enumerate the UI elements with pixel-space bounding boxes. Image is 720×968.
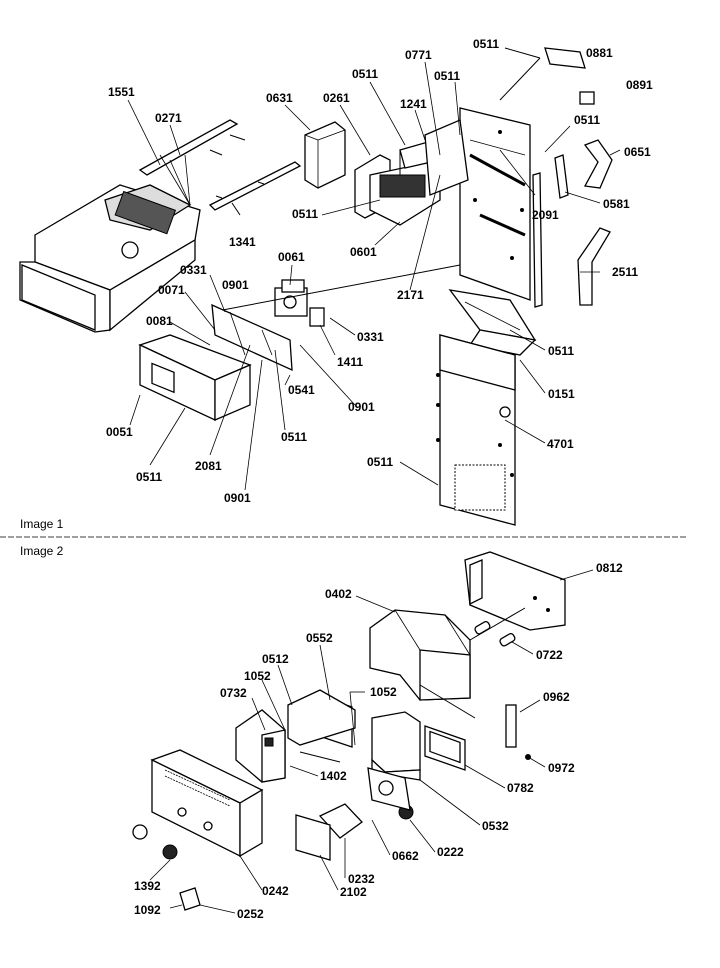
label-1241: 1241 [400, 97, 427, 111]
label-1092: 1092 [134, 903, 161, 917]
label-0552: 0552 [306, 631, 333, 645]
label-0532: 0532 [482, 819, 509, 833]
lever-0232 [318, 803, 363, 839]
label-0271: 0271 [155, 111, 182, 125]
block-0891 [579, 91, 595, 105]
label-0782: 0782 [507, 781, 534, 795]
section-label-image1: Image 1 [20, 517, 64, 531]
label-0541: 0541 [288, 383, 315, 397]
label-0252: 0252 [237, 907, 264, 921]
label-0511: 0511 [352, 67, 378, 81]
frame-0782 [424, 725, 466, 771]
label-2091: 2091 [532, 208, 559, 222]
rail-1341 [208, 161, 302, 211]
label-0511: 0511 [281, 430, 307, 444]
housing-0051 [138, 334, 252, 422]
label-0511: 0511 [367, 455, 393, 469]
label-0331: 0331 [180, 263, 207, 277]
shelf-0151 [448, 289, 537, 356]
plate-2102 [295, 814, 331, 861]
label-0901: 0901 [348, 400, 375, 414]
ice-bucket [19, 184, 201, 333]
label-1052: 1052 [244, 669, 271, 683]
motor-0061 [274, 279, 308, 317]
label-0812: 0812 [596, 561, 623, 575]
label-0581: 0581 [603, 197, 630, 211]
label-0881: 0881 [586, 46, 613, 60]
bracket-2511 [577, 227, 611, 306]
plate-0901 [211, 303, 293, 372]
rail-0651 [583, 139, 613, 189]
bar-0581 [554, 154, 569, 199]
label-1392: 1392 [134, 879, 161, 893]
label-0511: 0511 [473, 37, 499, 51]
label-0512: 0512 [262, 652, 289, 666]
label-0071: 0071 [158, 283, 185, 297]
label-0631: 0631 [266, 91, 293, 105]
leader-lines-1 [127, 61, 621, 491]
back-panel [424, 107, 531, 301]
label-0511: 0511 [434, 69, 460, 83]
label-0051: 0051 [106, 425, 133, 439]
label-0901: 0901 [222, 278, 249, 292]
label-2171: 2171 [397, 288, 424, 302]
label-0061: 0061 [278, 250, 305, 264]
label-1341: 1341 [229, 235, 256, 249]
label-0511: 0511 [574, 113, 600, 127]
section-label-image2: Image 2 [20, 544, 64, 558]
label-2511: 2511 [612, 265, 638, 279]
label-2102: 2102 [340, 885, 367, 899]
bracket-0512 [287, 689, 356, 746]
label-0081: 0081 [146, 314, 173, 328]
label-0232: 0232 [348, 872, 375, 886]
knob-1392 [132, 824, 148, 840]
bracket-0631 [304, 121, 346, 189]
bracket-0732 [235, 709, 286, 783]
image1-assembly: 1551 0271 0631 0261 0511 1241 0771 0511 … [19, 37, 653, 526]
label-1551: 1551 [108, 85, 135, 99]
housing-0402 [369, 609, 471, 701]
label-1402: 1402 [320, 769, 347, 783]
label-1411: 1411 [337, 355, 363, 369]
label-0402: 0402 [325, 587, 352, 601]
leader-lines-2 [149, 569, 594, 914]
label-0662: 0662 [392, 849, 419, 863]
labels-image2: 0812 0402 0552 0722 0512 1052 1052 0732 … [134, 561, 623, 921]
bracket-0812 [464, 551, 566, 631]
cup-0662 [367, 767, 411, 811]
label-0222: 0222 [437, 845, 464, 859]
panel-4701 [436, 334, 516, 526]
block-1411 [309, 307, 325, 327]
labels-image1: 1551 0271 0631 0261 0511 1241 0771 0511 … [106, 37, 653, 505]
box-0532 [371, 711, 421, 781]
label-0511: 0511 [292, 207, 318, 221]
label-0722: 0722 [536, 648, 563, 662]
label-4701: 4701 [547, 437, 574, 451]
label-0771: 0771 [405, 48, 432, 62]
strip-0881 [544, 47, 586, 69]
rod-2091 [532, 172, 543, 308]
bracket-1092 [179, 887, 201, 911]
label-0651: 0651 [624, 145, 651, 159]
label-0151: 0151 [548, 387, 575, 401]
label-0972: 0972 [548, 761, 575, 775]
panel-0242 [150, 749, 264, 858]
image2-assembly: 0812 0402 0552 0722 0512 1052 1052 0732 … [132, 551, 623, 921]
rail-0271 [138, 119, 239, 206]
label-2081: 2081 [195, 459, 222, 473]
bar-0962 [505, 704, 517, 748]
label-1052: 1052 [370, 685, 397, 699]
label-0891: 0891 [626, 78, 653, 92]
label-0261: 0261 [323, 91, 350, 105]
label-0242: 0242 [262, 884, 289, 898]
label-0511: 0511 [548, 344, 574, 358]
label-0732: 0732 [220, 686, 247, 700]
label-0331: 0331 [357, 330, 384, 344]
label-0962: 0962 [543, 690, 570, 704]
label-0901: 0901 [224, 491, 251, 505]
label-0601: 0601 [350, 245, 377, 259]
ice-maker-0261 [354, 139, 441, 226]
label-0511: 0511 [136, 470, 162, 484]
